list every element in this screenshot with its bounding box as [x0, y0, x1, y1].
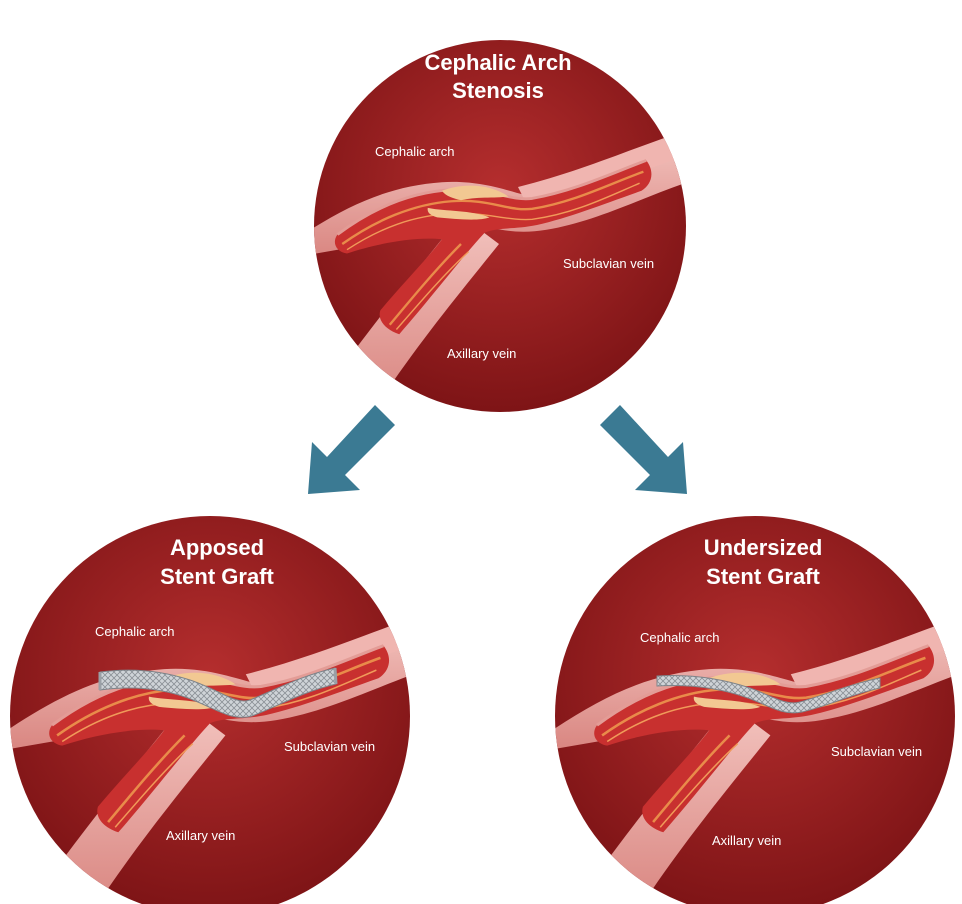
panel-left-label-axillary: Axillary vein [166, 828, 235, 843]
panel-top: Cephalic Arch Stenosis Cephalic arch Sub… [262, 40, 723, 415]
panel-left: Apposed Stent Graft Cephalic arch Subcla… [0, 516, 465, 904]
panel-top-label-subclavian: Subclavian vein [563, 256, 654, 271]
panel-left-label-subclavian: Subclavian vein [284, 739, 375, 754]
panel-right-label-subclavian: Subclavian vein [831, 744, 922, 759]
panel-left-label-cephalic: Cephalic arch [95, 624, 175, 639]
panel-left-title-line2: Stent Graft [160, 564, 274, 589]
panel-top-title-line1: Cephalic Arch [424, 50, 571, 75]
panel-right: Undersized Stent Graft Cephalic arch Sub… [515, 516, 962, 904]
arrow-down-left-icon [308, 405, 395, 494]
panel-right-title-line1: Undersized [704, 535, 823, 560]
panel-left-title-line1: Apposed [170, 535, 264, 560]
panel-right-label-cephalic: Cephalic arch [640, 630, 720, 645]
panel-right-title-line2: Stent Graft [706, 564, 820, 589]
panel-top-title-line2: Stenosis [452, 78, 544, 103]
arrow-down-right-icon [600, 405, 687, 494]
panel-top-label-axillary: Axillary vein [447, 346, 516, 361]
panel-top-label-cephalic: Cephalic arch [375, 144, 455, 159]
panel-right-label-axillary: Axillary vein [712, 833, 781, 848]
